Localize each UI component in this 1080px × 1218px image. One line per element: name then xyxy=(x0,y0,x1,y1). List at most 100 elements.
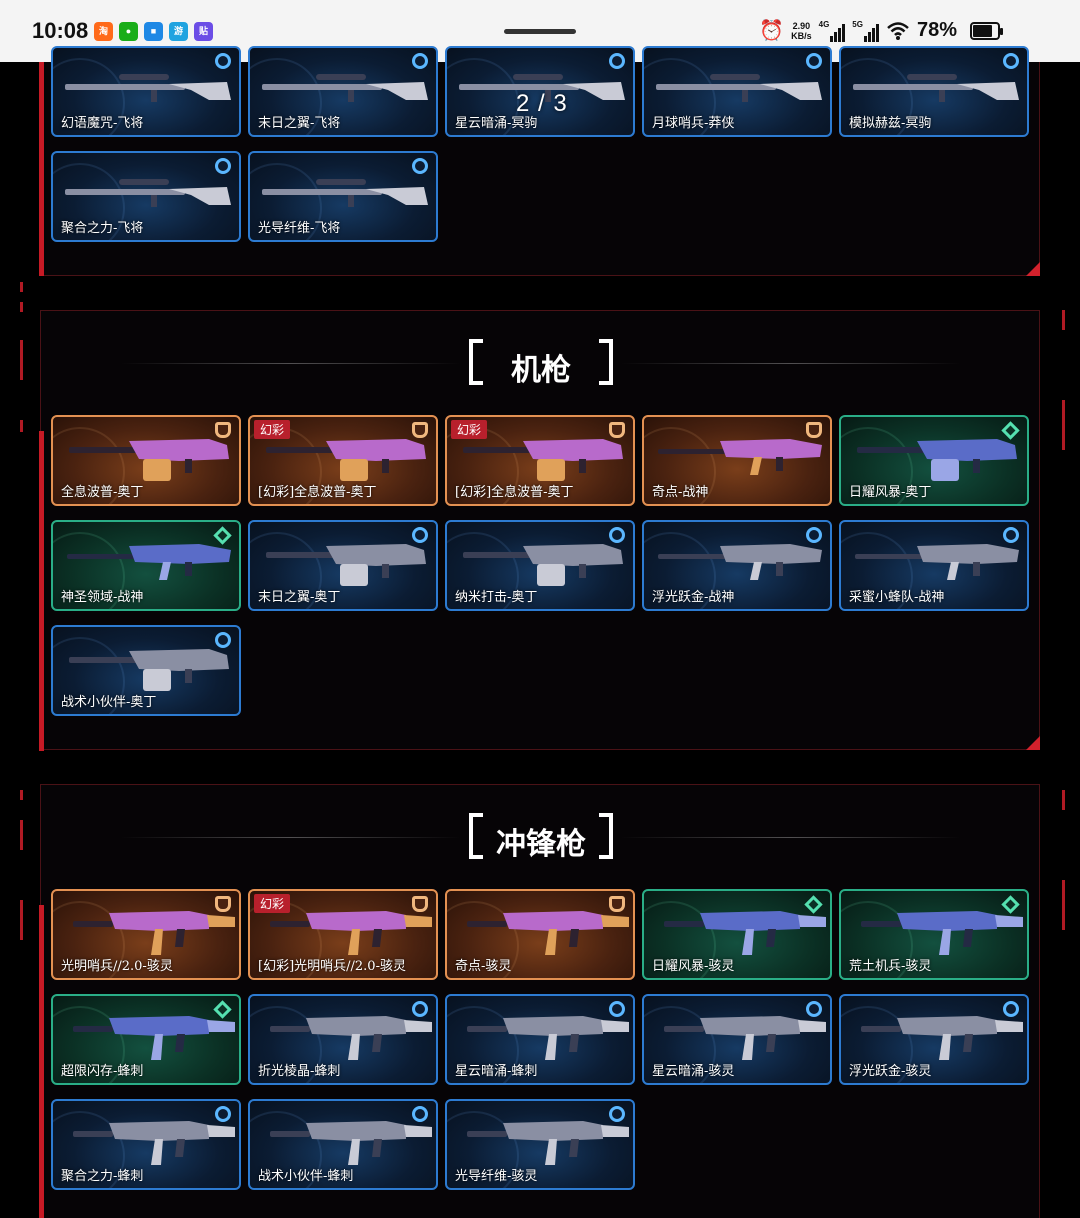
weapon-skin-image xyxy=(262,74,428,102)
weapon-skin-image xyxy=(270,1016,432,1060)
wechat-icon: ● xyxy=(119,22,138,41)
card-background-rings xyxy=(644,427,716,504)
select-tier-icon xyxy=(609,1001,625,1017)
weapon-skin-card[interactable]: 神圣领域-战神 xyxy=(51,520,241,611)
weapon-skin-name: 神圣领域-战神 xyxy=(61,590,144,605)
weapon-skin-card[interactable]: 日耀风暴-奥丁 xyxy=(839,415,1029,506)
weapon-skin-image xyxy=(853,74,1019,102)
weapon-skin-name: 聚合之力-蜂刺 xyxy=(61,1169,144,1184)
weapon-skin-name: [幻彩]全息波普-奥丁 xyxy=(258,485,377,500)
section-accent-bar xyxy=(39,62,44,276)
weapon-skin-card[interactable]: 荒土机兵-骇灵 xyxy=(839,889,1029,980)
weapon-skin-card[interactable]: 超限闪存-蜂刺 xyxy=(51,994,241,1085)
weapon-skin-image xyxy=(69,439,229,481)
card-background-rings xyxy=(841,532,913,609)
weapon-skin-card[interactable]: 折光棱晶-蜂刺 xyxy=(248,994,438,1085)
weapon-skin-image xyxy=(861,911,1023,955)
weapon-skin-name: 模拟赫兹-冥驹 xyxy=(849,116,932,131)
page-indicator: 2 / 3 xyxy=(516,90,568,117)
weapon-skin-name: 折光棱晶-蜂刺 xyxy=(258,1064,341,1079)
title-bracket-left xyxy=(469,813,483,859)
weapon-skin-name: 光导纤维-飞将 xyxy=(258,221,341,236)
select-tier-icon xyxy=(609,527,625,543)
variant-badge: 幻彩 xyxy=(254,894,291,913)
weapon-skin-card[interactable]: 幻彩[幻彩]全息波普-奥丁 xyxy=(248,415,438,506)
card-background-rings xyxy=(644,1006,716,1083)
weapon-skin-name: 战术小伙伴-蜂刺 xyxy=(258,1169,354,1184)
app-purple-icon: 贴 xyxy=(194,22,213,41)
weapon-skin-card[interactable]: 光明哨兵//2.0-骇灵 xyxy=(51,889,241,980)
card-background-rings xyxy=(250,58,322,135)
machine-gun-skin-grid: 全息波普-奥丁 幻彩[幻彩]全息波普-奥丁 幻彩[幻彩]全息波普-奥丁 奇点-战… xyxy=(51,415,1029,716)
weapon-skin-name: 末日之翼-奥丁 xyxy=(258,590,341,605)
weapon-skin-card[interactable]: 奇点-骇灵 xyxy=(445,889,635,980)
clock: 10:08 xyxy=(32,18,89,43)
weapon-skin-card[interactable]: 浮光跃金-战神 xyxy=(642,520,832,611)
card-background-rings xyxy=(250,163,322,240)
select-tier-icon xyxy=(412,1001,428,1017)
select-tier-icon xyxy=(215,53,231,69)
weapon-skin-card[interactable]: 全息波普-奥丁 xyxy=(51,415,241,506)
select-tier-icon xyxy=(412,527,428,543)
section-corner xyxy=(1026,736,1040,750)
weapon-skin-card[interactable]: 末日之翼-飞将 xyxy=(248,46,438,137)
title-divider xyxy=(121,363,461,364)
select-tier-icon xyxy=(806,53,822,69)
side-decoration xyxy=(20,302,23,312)
weapon-skin-card[interactable]: 星云暗涌-骇灵 xyxy=(642,994,832,1085)
weapon-skin-card[interactable]: 聚合之力-蜂刺 xyxy=(51,1099,241,1190)
weapon-skin-card[interactable]: 星云暗涌-蜂刺 xyxy=(445,994,635,1085)
weapon-skin-image xyxy=(658,439,822,475)
weapon-skin-image xyxy=(270,1121,432,1165)
select-tier-icon xyxy=(1003,53,1019,69)
weapon-skin-image xyxy=(69,649,229,691)
weapon-skin-card[interactable]: 光导纤维-飞将 xyxy=(248,151,438,242)
weapon-skin-card[interactable]: 浮光跃金-骇灵 xyxy=(839,994,1029,1085)
select-tier-icon xyxy=(1003,1001,1019,1017)
weapon-skin-card[interactable]: 战术小伙伴-蜂刺 xyxy=(248,1099,438,1190)
card-background-rings xyxy=(53,637,125,714)
weapon-skin-card[interactable]: 幻语魔咒-飞将 xyxy=(51,46,241,137)
premium-tier-icon xyxy=(412,422,428,438)
weapon-skin-name: 全息波普-奥丁 xyxy=(61,485,144,500)
weapon-skin-card[interactable]: 幻彩 [幻彩]光明哨兵//2.0-骇灵 xyxy=(248,889,438,980)
card-background-rings xyxy=(447,58,519,135)
weapon-skin-card[interactable]: 纳米打击-奥丁 xyxy=(445,520,635,611)
weapon-skin-image xyxy=(656,74,822,102)
weapon-skin-name: 聚合之力-飞将 xyxy=(61,221,144,236)
weapon-skin-name: 末日之翼-飞将 xyxy=(258,116,341,131)
card-background-rings xyxy=(53,58,125,135)
weapon-skin-card[interactable]: 模拟赫兹-冥驹 xyxy=(839,46,1029,137)
weapon-skin-card[interactable]: 战术小伙伴-奥丁 xyxy=(51,625,241,716)
weapon-skin-card[interactable]: 末日之翼-奥丁 xyxy=(248,520,438,611)
weapon-skin-card[interactable]: 采蜜小蜂队-战神 xyxy=(839,520,1029,611)
weapon-skin-card[interactable]: 聚合之力-飞将 xyxy=(51,151,241,242)
card-background-rings xyxy=(250,532,322,609)
weapon-skin-name: 纳米打击-奥丁 xyxy=(455,590,538,605)
premium-tier-icon xyxy=(215,422,231,438)
select-tier-icon xyxy=(806,527,822,543)
weapon-skin-name: 日耀风暴-骇灵 xyxy=(652,959,735,974)
alarm-icon: ⏰ xyxy=(759,20,785,42)
battery-level xyxy=(973,25,992,37)
weapon-skin-image xyxy=(266,544,426,586)
weapon-skin-name: 光明哨兵//2.0-骇灵 xyxy=(61,959,173,974)
select-tier-icon xyxy=(609,53,625,69)
smg-skin-grid: 光明哨兵//2.0-骇灵 幻彩 [幻彩]光明哨兵//2.0-骇灵 奇点-骇灵 日耀… xyxy=(51,889,1029,1190)
drag-handle[interactable] xyxy=(504,29,576,34)
weapon-skin-image xyxy=(262,179,428,207)
weapon-skin-name: [幻彩]光明哨兵//2.0-骇灵 xyxy=(258,959,406,974)
weapon-skin-card[interactable]: 日耀风暴-骇灵 xyxy=(642,889,832,980)
weapon-skin-card[interactable]: 星云暗涌-冥驹 xyxy=(445,46,635,137)
section-corner xyxy=(1026,262,1040,276)
weapon-skin-name: 浮光跃金-骇灵 xyxy=(849,1064,932,1079)
weapon-skin-card[interactable]: 幻彩[幻彩]全息波普-奥丁 xyxy=(445,415,635,506)
weapon-skin-name: 荒土机兵-骇灵 xyxy=(849,959,932,974)
notification-icons: 淘●■游贴 xyxy=(94,22,213,41)
card-background-rings xyxy=(447,1111,519,1188)
weapon-skin-name: 月球哨兵-莽侠 xyxy=(652,116,735,131)
weapon-skin-card[interactable]: 光导纤维-骇灵 xyxy=(445,1099,635,1190)
weapon-skin-name: 星云暗涌-蜂刺 xyxy=(455,1064,538,1079)
weapon-skin-card[interactable]: 月球哨兵-莽侠 xyxy=(642,46,832,137)
weapon-skin-card[interactable]: 奇点-战神 xyxy=(642,415,832,506)
